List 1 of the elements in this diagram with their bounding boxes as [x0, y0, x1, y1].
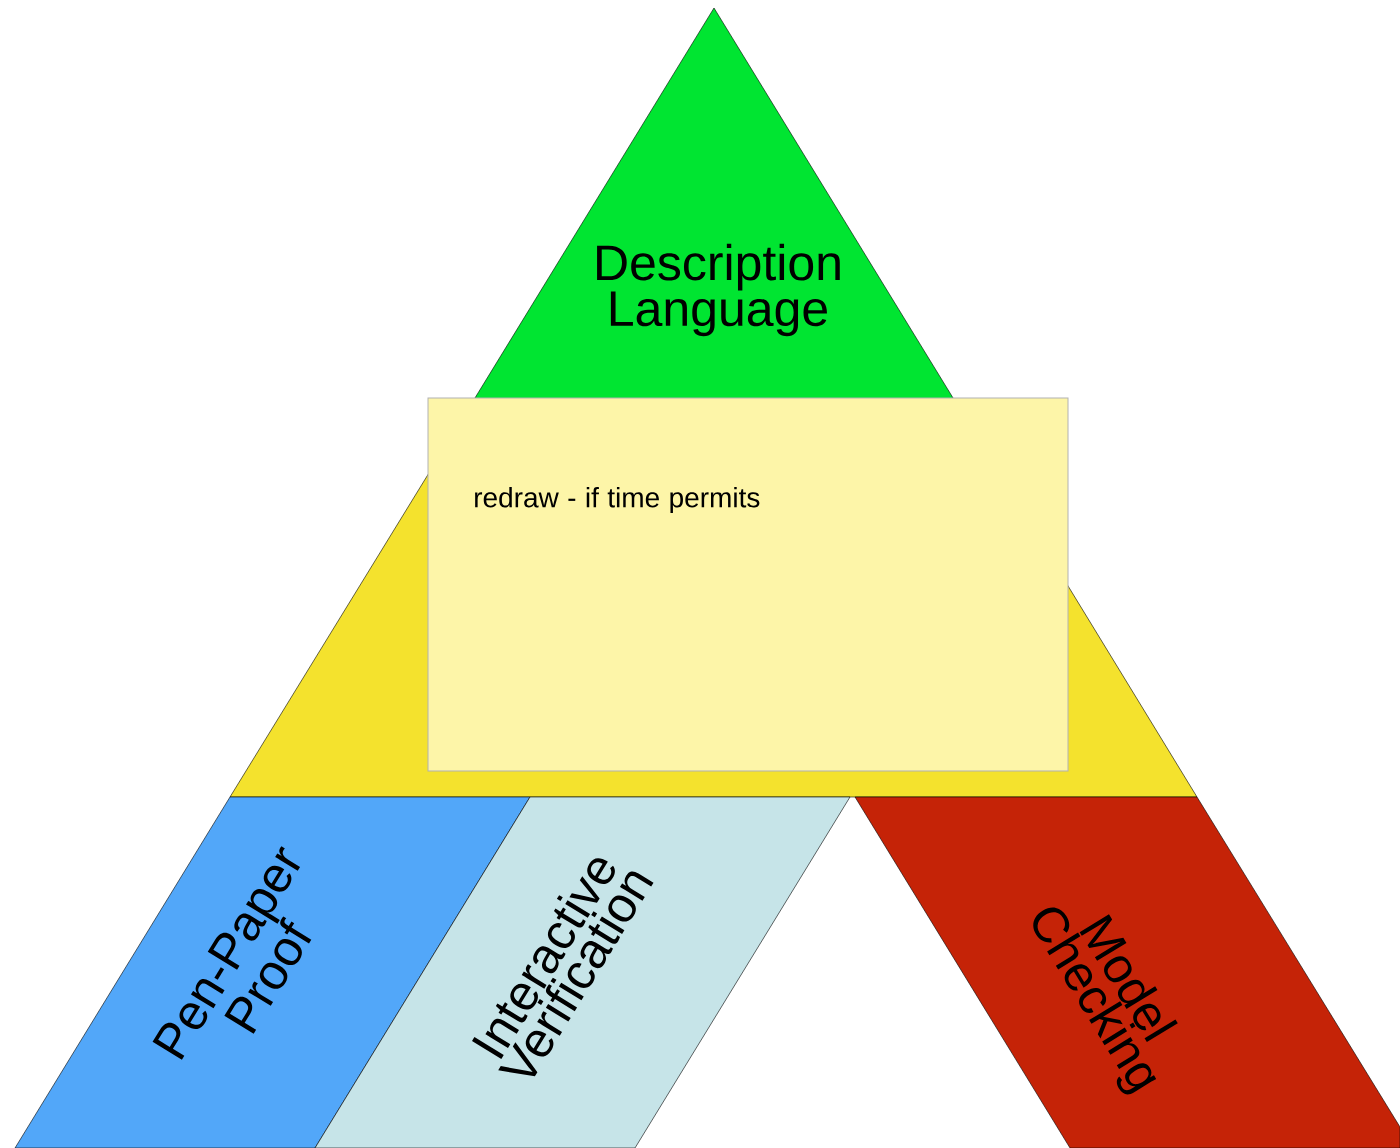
- sticky-note-tooltip: redraw - if time permits: [427, 397, 1069, 772]
